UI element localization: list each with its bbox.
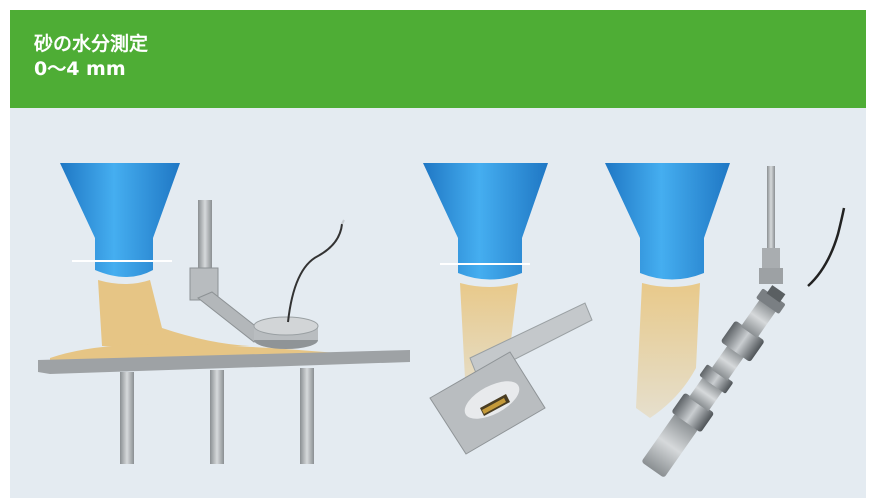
mounting-arm-1 bbox=[190, 200, 268, 342]
card-header: 砂の水分測定 0〜4 mm bbox=[10, 10, 866, 108]
probe-in-falling-sand bbox=[605, 163, 844, 480]
surface-sensor-on-table bbox=[38, 163, 410, 464]
funnel-3 bbox=[605, 163, 730, 280]
sensor-cable-3 bbox=[808, 208, 844, 286]
card-title: 砂の水分測定 bbox=[34, 32, 148, 56]
funnel-2 bbox=[423, 163, 548, 280]
card-subtitle-range: 0〜4 mm bbox=[34, 57, 126, 81]
surface-sensor bbox=[254, 317, 318, 349]
probe-mount bbox=[759, 166, 783, 284]
sensor-cable-1 bbox=[288, 224, 342, 322]
flush-sensor-in-chute bbox=[423, 163, 592, 454]
funnel-1 bbox=[60, 163, 180, 277]
illustration-area bbox=[10, 108, 866, 498]
application-card: 砂の水分測定 0〜4 mm bbox=[10, 10, 866, 498]
table bbox=[38, 350, 410, 464]
